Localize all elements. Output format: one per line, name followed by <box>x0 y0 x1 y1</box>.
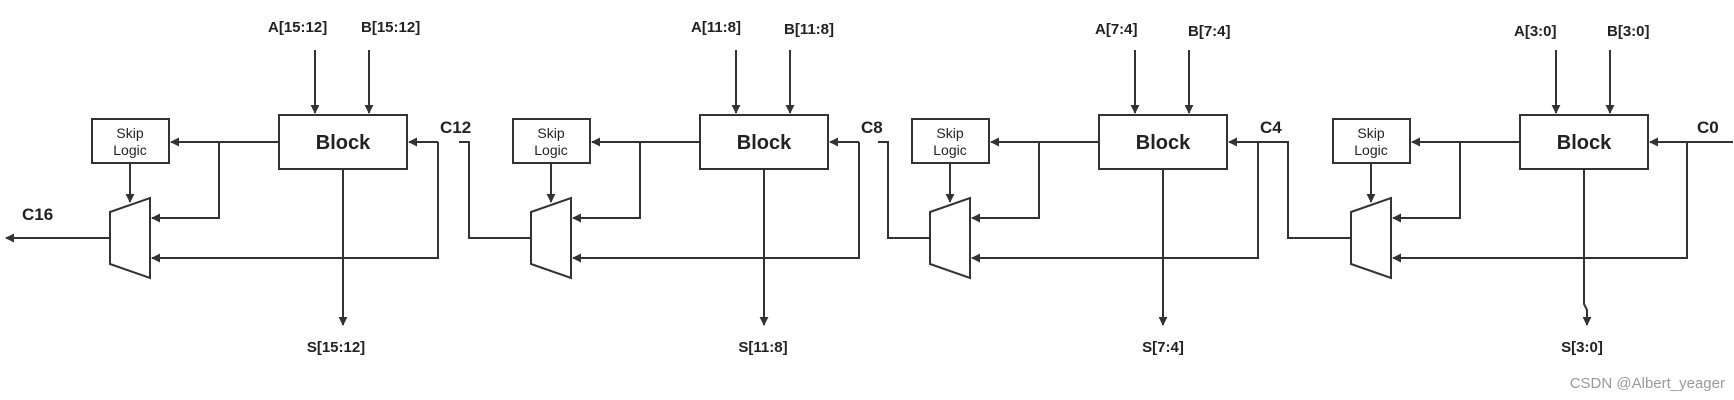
block-carry-to-mux-wire <box>572 142 641 223</box>
stage-15-12: A[15:12] B[15:12] Block Skip Logic C12 S… <box>91 19 471 356</box>
skip-logic-label-line1: Skip <box>537 125 564 141</box>
b-input-label: B[11:8] <box>784 21 834 38</box>
carry-in-label: C8 <box>861 118 883 137</box>
a-input-label: A[7:4] <box>1095 21 1138 38</box>
skip-logic-label-line1: Skip <box>1357 125 1384 141</box>
adder-block <box>1098 114 1228 170</box>
adder-block-label: Block <box>737 132 792 154</box>
carry-in-to-block-wire <box>1392 141 1733 263</box>
stage-11-8: A[11:8] B[11:8] Block Skip Logic C8 S[11… <box>512 19 883 356</box>
carry-link-c12 <box>459 141 531 239</box>
adder-block-label: Block <box>316 132 371 154</box>
carry-in-to-block-wire <box>971 142 1259 263</box>
skip-logic-label-line1: Skip <box>936 125 963 141</box>
a-input-label: A[3:0] <box>1514 23 1557 40</box>
sum-output-wire <box>1582 169 1592 326</box>
carry-mux <box>1350 196 1392 280</box>
skip-logic-box <box>91 118 170 164</box>
sum-output-label: S[11:8] <box>738 339 787 356</box>
carry-in-to-block-wire <box>151 142 439 263</box>
sum-output-label: S[7:4] <box>1142 339 1184 356</box>
carry-link-c8 <box>878 141 930 239</box>
b-input-label: B[3:0] <box>1607 23 1650 40</box>
a-input-label: A[15:12] <box>268 19 327 36</box>
sum-output-label: S[15:12] <box>307 339 365 356</box>
stage-3-0: A[3:0] B[3:0] Block Skip Logic C0 S[3:0] <box>1332 23 1733 356</box>
adder-block-label: Block <box>1557 132 1612 154</box>
carry-in-to-block-wire <box>572 142 860 263</box>
carry-in-label: C0 <box>1697 118 1719 137</box>
block-carry-to-mux-wire <box>1392 142 1461 223</box>
skip-logic-label-line2: Logic <box>534 142 567 158</box>
carry-out-label: C16 <box>22 205 53 224</box>
block-carry-to-mux-wire <box>971 142 1040 223</box>
skip-logic-box <box>1332 118 1411 164</box>
adder-block <box>278 114 408 170</box>
adder-block-label: Block <box>1136 132 1191 154</box>
b-input-label: B[15:12] <box>361 19 420 36</box>
a-input-label: A[11:8] <box>691 19 741 36</box>
carry-link-c4 <box>1258 141 1351 239</box>
sum-output-label: S[3:0] <box>1561 339 1603 356</box>
skip-logic-label-line2: Logic <box>113 142 146 158</box>
carry-mux <box>530 196 572 280</box>
carry-in-label: C12 <box>440 118 471 137</box>
skip-logic-label-line2: Logic <box>933 142 966 158</box>
carry-in-label: C4 <box>1260 118 1282 137</box>
skip-logic-box <box>512 118 591 164</box>
carry-mux <box>109 196 151 280</box>
b-input-label: B[7:4] <box>1188 23 1231 40</box>
block-carry-to-mux-wire <box>151 142 220 223</box>
watermark: CSDN @Albert_yeager <box>1570 375 1725 392</box>
skip-logic-label-line1: Skip <box>116 125 143 141</box>
skip-logic-label-line2: Logic <box>1354 142 1387 158</box>
carry-mux <box>929 196 971 280</box>
stage-7-4: A[7:4] B[7:4] Block Skip Logic C4 S[7:4] <box>911 21 1282 356</box>
